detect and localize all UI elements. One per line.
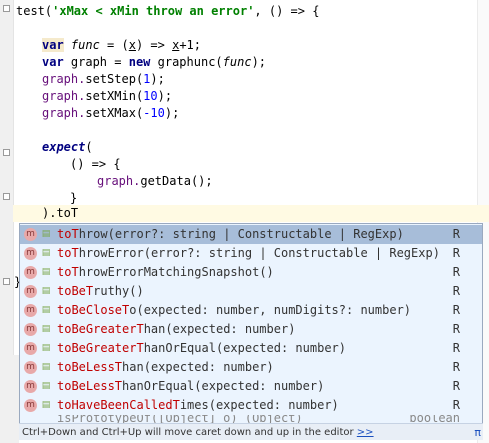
method-icon: m	[24, 266, 37, 279]
completion-item[interactable]: m ▤ toBeLessThan(expected: number) R	[20, 358, 482, 377]
completion-item[interactable]: m ▤ toBeGreaterThan(expected: number) R	[20, 320, 482, 339]
method-icon: m	[24, 228, 37, 241]
method-icon: m	[24, 361, 37, 374]
method-icon: m	[24, 247, 37, 260]
completion-item[interactable]: isPrototypeOf([Object] o) (Object) boole…	[57, 415, 460, 423]
code-line: ).toT	[42, 206, 79, 220]
visibility-icon: ▤	[41, 362, 51, 372]
fold-toggle-icon[interactable]	[3, 193, 10, 200]
pi-icon[interactable]: π	[474, 426, 481, 439]
visibility-icon: ▤	[41, 381, 51, 391]
method-icon: m	[24, 342, 37, 355]
fold-toggle-icon[interactable]	[3, 5, 10, 12]
completion-item[interactable]: m ▤ toHaveBeenCalledTimes(expected: numb…	[20, 396, 482, 415]
more-link[interactable]: >>	[356, 427, 374, 438]
method-icon: m	[24, 399, 37, 412]
code-line: test('xMax < xMin throw an error', () =>…	[16, 4, 320, 18]
method-icon: m	[24, 380, 37, 393]
completion-item[interactable]: m ▤ toBeCloseTo(expected: number, numDig…	[20, 301, 482, 320]
gutter-strip	[13, 355, 19, 443]
code-line: }	[70, 191, 78, 205]
completion-item[interactable]: m ▤ toBeGreaterThanOrEqual(expected: num…	[20, 339, 482, 358]
method-icon: m	[24, 304, 37, 317]
code-line: graph.setStep(1);	[42, 72, 165, 86]
code-line: graph.setXMin(10);	[42, 89, 173, 103]
visibility-icon: ▤	[41, 343, 51, 353]
completion-status-bar: Ctrl+Down and Ctrl+Up will move caret do…	[19, 423, 483, 440]
method-icon: m	[24, 323, 37, 336]
code-line: }	[14, 275, 22, 289]
fold-toggle-icon[interactable]	[3, 278, 10, 285]
completion-item[interactable]: m ▤ toThrowErrorMatchingSnapshot() R	[20, 263, 482, 282]
visibility-icon: ▤	[41, 324, 51, 334]
code-line: graph.setXMax(-10);	[42, 106, 180, 120]
code-line: var graph = new graphunc(func);	[42, 55, 267, 69]
code-line: var func = (x) => x+1;	[42, 38, 202, 52]
code-line: graph.getData();	[97, 174, 213, 188]
completion-popup[interactable]: m ▤ toThrow(error?: string | Constructab…	[19, 223, 483, 440]
completion-item[interactable]: m ▤ toThrow(error?: string | Constructab…	[20, 225, 482, 244]
visibility-icon: ▤	[41, 248, 51, 258]
fold-toggle-icon[interactable]	[3, 149, 10, 156]
code-line: expect(	[42, 140, 93, 154]
current-line-highlight	[13, 205, 489, 222]
code-line: () => {	[70, 157, 121, 171]
visibility-icon: ▤	[41, 400, 51, 410]
visibility-icon: ▤	[41, 286, 51, 296]
visibility-icon: ▤	[41, 229, 51, 239]
visibility-icon: ▤	[41, 267, 51, 277]
visibility-icon: ▤	[41, 305, 51, 315]
completion-item[interactable]: m ▤ toBeLessThanOrEqual(expected: number…	[20, 377, 482, 396]
method-icon: m	[24, 285, 37, 298]
completion-item[interactable]: m ▤ toThrowError(error?: string | Constr…	[20, 244, 482, 263]
editor-gutter	[0, 0, 14, 443]
completion-item[interactable]: m ▤ toBeTruthy() R	[20, 282, 482, 301]
